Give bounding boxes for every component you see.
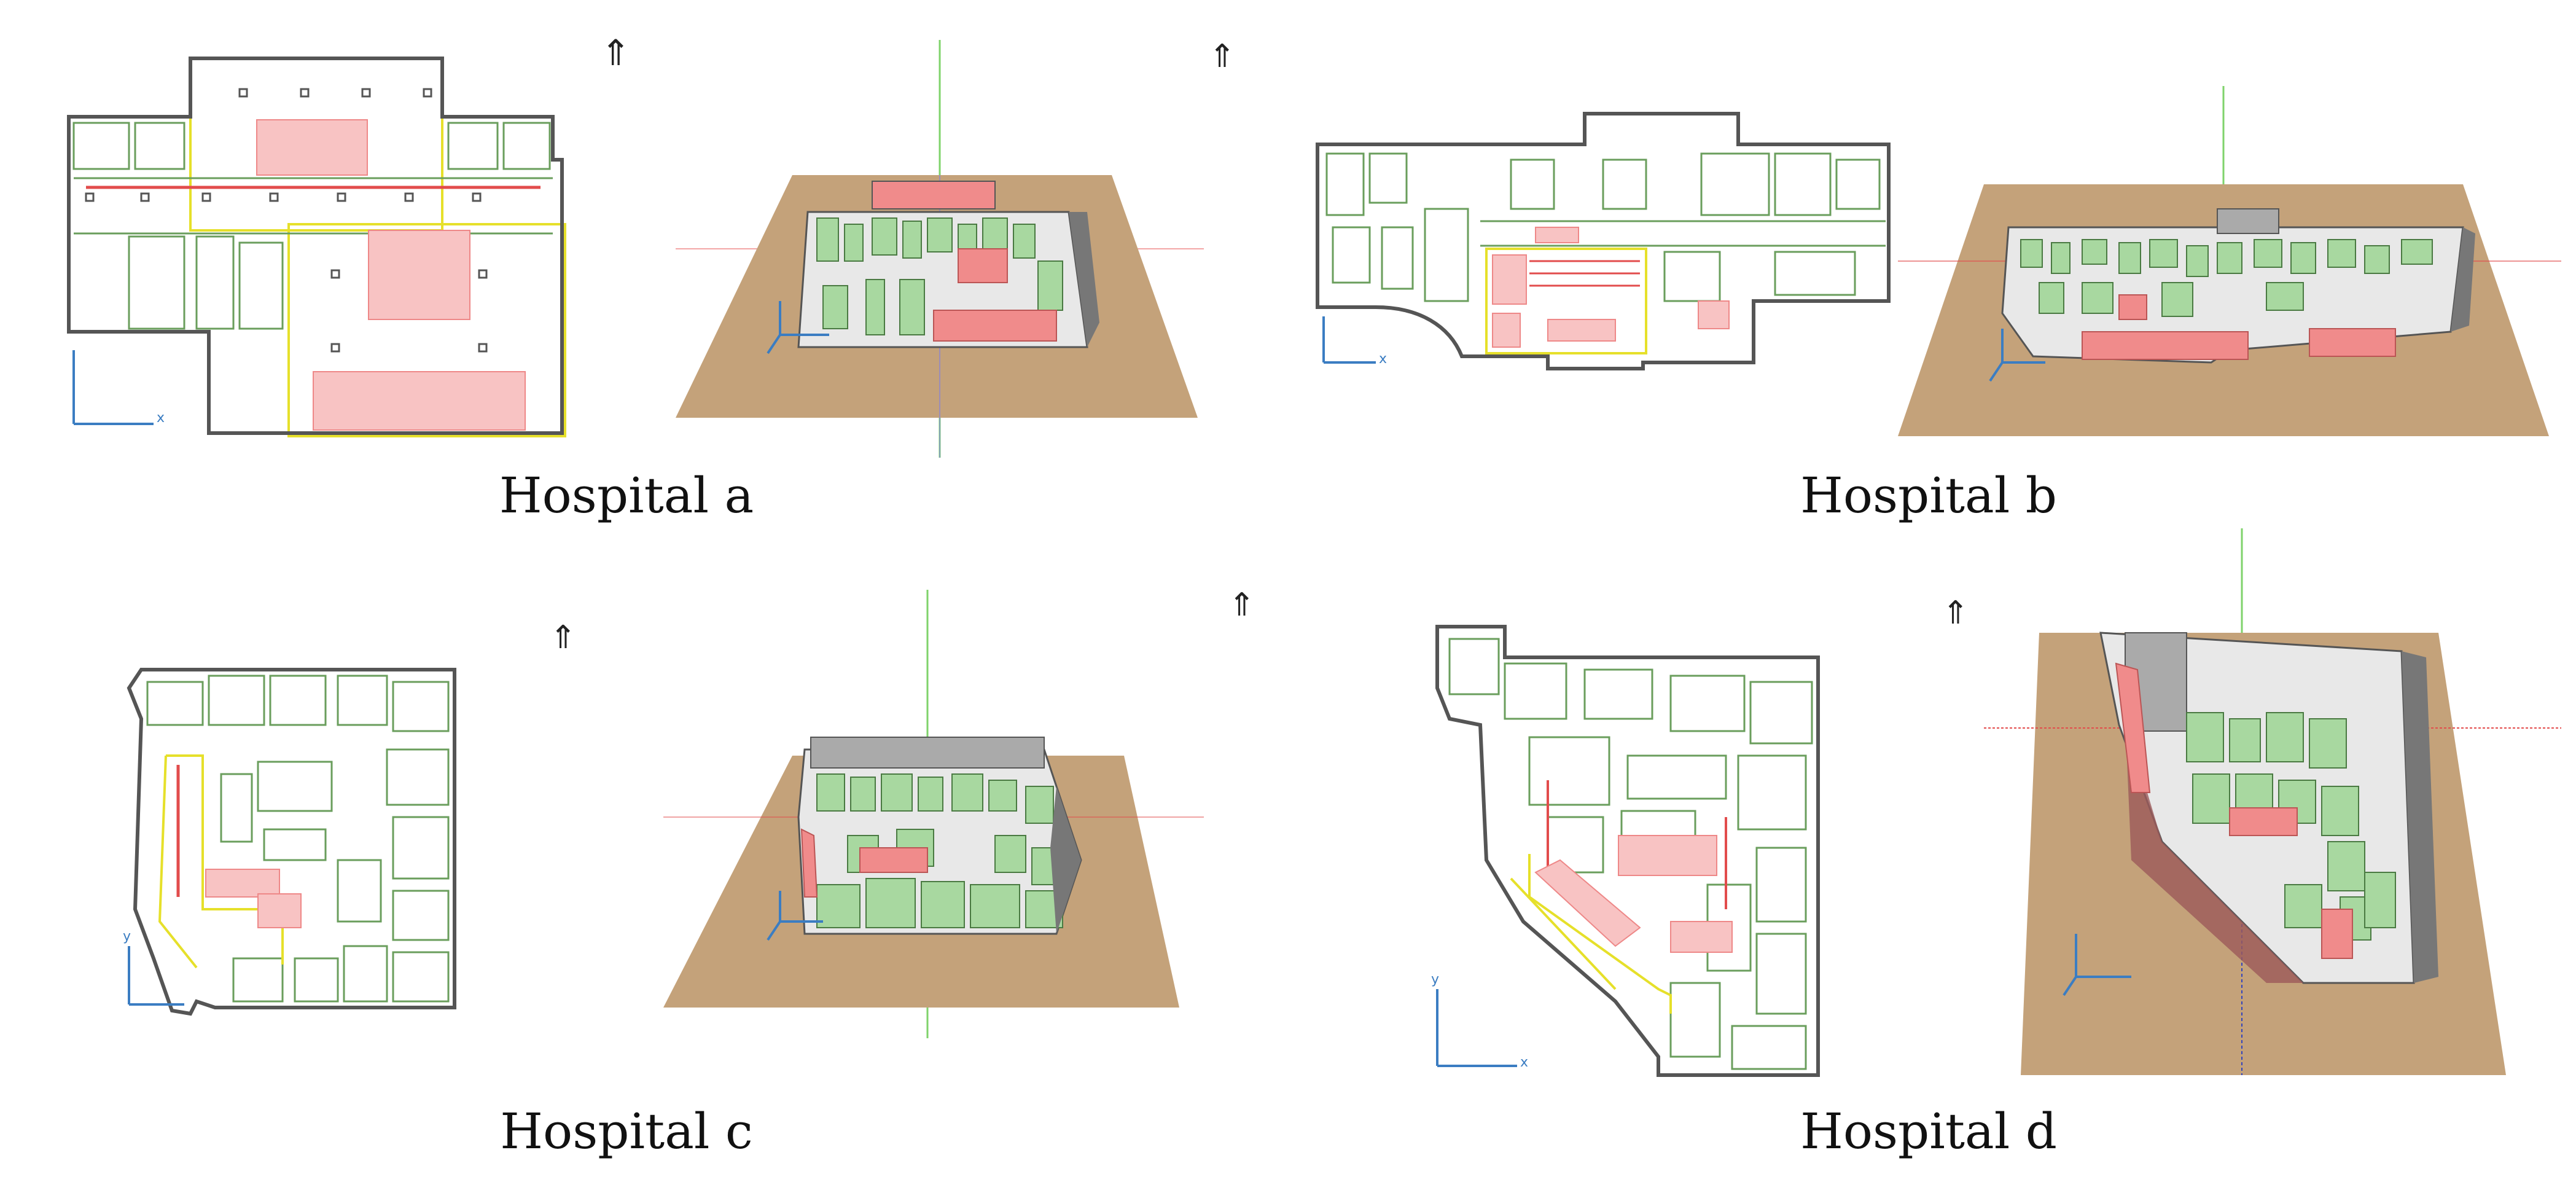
hospital-b-floor-plan: x bbox=[1308, 104, 1898, 387]
coordinate-axes-icon bbox=[72, 350, 154, 425]
caption-hospital-a: Hospital a bbox=[499, 467, 754, 524]
hospital-d-floor-plan: x y bbox=[1413, 614, 1843, 1094]
x-axis-label: x bbox=[1520, 1055, 1529, 1070]
coordinate-axes-icon bbox=[1322, 316, 1376, 364]
hospital-b-3d-model bbox=[1898, 86, 2561, 442]
hospital-c-3d-model bbox=[663, 590, 1204, 1044]
hospital-a-3d-model bbox=[669, 34, 1210, 464]
coordinate-axes-icon bbox=[1436, 989, 1517, 1067]
caption-hospital-d: Hospital d bbox=[1800, 1103, 2057, 1160]
caption-hospital-b: Hospital b bbox=[1800, 467, 2057, 524]
hospital-a-floor-plan: x bbox=[12, 37, 596, 467]
north-arrow-icon: ⇑ bbox=[601, 32, 631, 74]
y-axis-label: y bbox=[1431, 972, 1440, 987]
north-arrow-icon: ⇑ bbox=[550, 619, 577, 656]
north-arrow-icon: ⇑ bbox=[1228, 587, 1255, 624]
coordinate-axes-icon bbox=[128, 946, 184, 1006]
hospital-d-3d-model bbox=[1984, 528, 2561, 1081]
hospital-c-floor-plan: y bbox=[104, 651, 485, 1020]
y-axis-label: y bbox=[123, 929, 131, 944]
caption-hospital-c: Hospital c bbox=[500, 1103, 753, 1160]
north-arrow-icon: ⇑ bbox=[1942, 595, 1969, 632]
x-axis-label: x bbox=[1379, 351, 1388, 367]
x-axis-label: x bbox=[157, 410, 165, 426]
north-arrow-icon: ⇑ bbox=[1209, 38, 1236, 75]
